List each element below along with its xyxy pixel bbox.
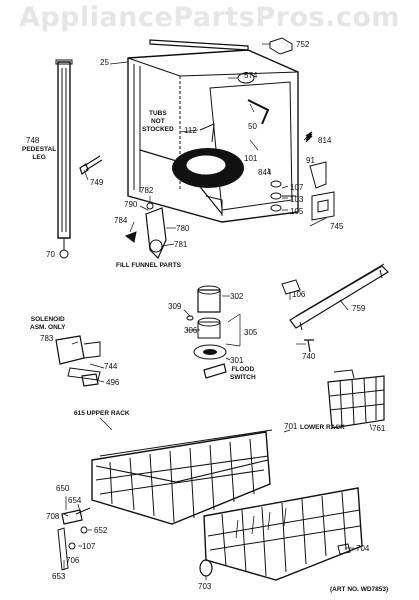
label-25: 25 — [100, 58, 109, 67]
label-844: 844 — [258, 168, 272, 177]
label-305: 305 — [244, 328, 258, 337]
label-105: 105 — [290, 207, 304, 216]
label-781: 781 — [174, 240, 188, 249]
label-50: 50 — [248, 122, 257, 131]
label-106: 106 — [292, 290, 306, 299]
washers-103-105-107 — [270, 180, 282, 212]
watermark: AppliancePartsPros.com — [18, 2, 401, 33]
label-745: 745 — [330, 222, 344, 231]
label-solenoid-asm-only: SOLENOID ASM. ONLY — [30, 316, 66, 331]
stop-704 — [337, 543, 351, 555]
hose-496 — [81, 373, 99, 387]
label-761: 761 — [372, 424, 386, 433]
roller-703 — [199, 559, 213, 577]
label-flood-switch: FLOOD SWITCH — [230, 366, 256, 381]
upper-rack — [91, 429, 273, 525]
tub-assembly — [127, 49, 299, 223]
lower-rack — [203, 487, 363, 581]
label-744: 744 — [104, 362, 118, 371]
fill-funnel — [124, 202, 167, 260]
label-301: 301 — [230, 356, 244, 365]
label-art-no: (ART NO. WD7853) — [330, 586, 389, 593]
label-107a: 107 — [290, 183, 304, 192]
label-780: 780 — [176, 224, 190, 233]
solenoid — [55, 335, 101, 381]
label-652: 652 — [94, 526, 108, 535]
label-fill-funnel-parts: FILL FUNNEL PARTS — [116, 262, 181, 269]
label-748: 748 — [26, 136, 40, 145]
flood-switch-assembly — [186, 285, 227, 379]
label-703: 703 — [198, 582, 212, 591]
label-814: 814 — [318, 136, 332, 145]
label-306: 306 — [184, 326, 198, 335]
spring-814 — [305, 131, 313, 143]
screw-740 — [304, 339, 314, 353]
label-107b: 107 — [82, 542, 96, 551]
label-749: 749 — [90, 178, 104, 187]
label-752: 752 — [296, 40, 310, 49]
label-103: 103 — [290, 195, 304, 204]
bracket-106 — [281, 279, 301, 295]
label-759: 759 — [352, 304, 366, 313]
label-302: 302 — [230, 292, 244, 301]
label-70: 70 — [46, 250, 55, 259]
bracket-745 — [311, 191, 335, 221]
label-653: 653 — [52, 572, 66, 581]
label-101: 101 — [244, 154, 258, 163]
rack-adjuster — [57, 507, 91, 571]
label-784: 784 — [114, 216, 128, 225]
label-upper-rack: 615 UPPER RACK — [74, 410, 130, 417]
label-112: 112 — [184, 126, 197, 135]
leader-lines — [63, 43, 373, 580]
label-lower-rack: LOWER RACK — [300, 424, 345, 431]
label-654: 654 — [68, 496, 82, 505]
label-706: 706 — [66, 556, 80, 565]
label-783: 783 — [40, 334, 54, 343]
label-91: 91 — [306, 156, 315, 165]
label-708: 708 — [46, 512, 60, 521]
pedestal-leg — [55, 59, 73, 259]
label-740: 740 — [302, 352, 316, 361]
label-574: 574 — [244, 71, 258, 80]
label-309: 309 — [168, 302, 182, 311]
bracket-91 — [309, 161, 327, 189]
label-701: 701 — [284, 422, 298, 431]
label-pedestal-leg: PEDESTAL LEG — [22, 146, 57, 161]
label-704: 704 — [356, 544, 370, 553]
bracket-752 — [269, 37, 293, 55]
leveling-screw — [79, 155, 103, 175]
label-496: 496 — [106, 378, 120, 387]
top-rail — [149, 39, 249, 51]
rail-759 — [289, 263, 389, 331]
label-790: 790 — [124, 200, 138, 209]
label-782: 782 — [140, 186, 154, 195]
label-tubs-not-stocked: TUBS NOT STOCKED — [142, 110, 174, 133]
label-650: 650 — [56, 484, 70, 493]
silverware-basket — [327, 369, 385, 429]
